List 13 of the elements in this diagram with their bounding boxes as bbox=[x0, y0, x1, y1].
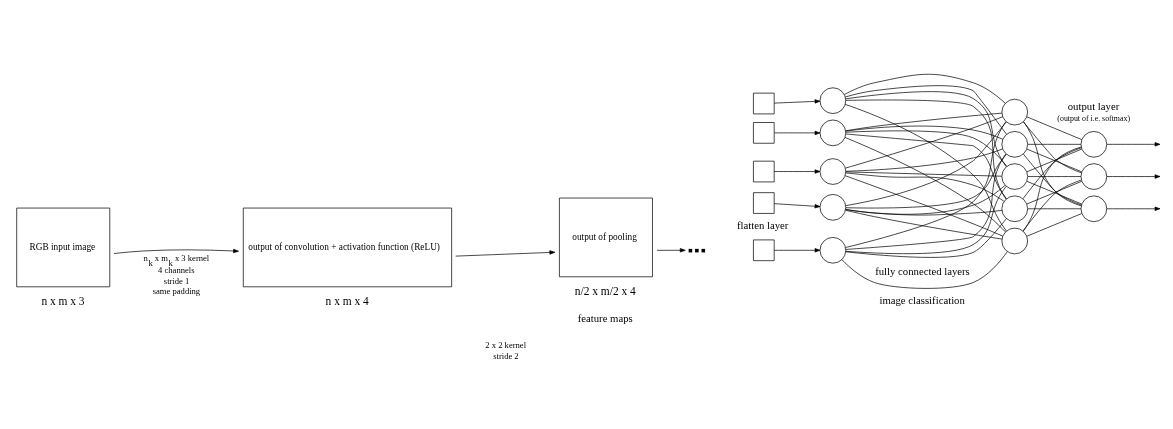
label: stride 1 bbox=[163, 275, 190, 286]
label: image classification bbox=[879, 293, 965, 306]
label: output layer bbox=[1067, 99, 1120, 112]
label: 2 x 2 kernel bbox=[485, 340, 527, 351]
label: same padding bbox=[152, 286, 201, 297]
label: feature maps bbox=[577, 312, 633, 325]
node-label: n x m x 4 bbox=[325, 294, 369, 307]
node-label: n x m x 3 bbox=[41, 294, 85, 307]
label: stride 2 bbox=[493, 350, 519, 361]
label: fully connected layers bbox=[875, 265, 970, 277]
label: (output of i.e. softmax) bbox=[1057, 114, 1131, 124]
label: flatten layer bbox=[736, 219, 789, 232]
node-label: n/2 x m/2 x 4 bbox=[574, 284, 636, 297]
